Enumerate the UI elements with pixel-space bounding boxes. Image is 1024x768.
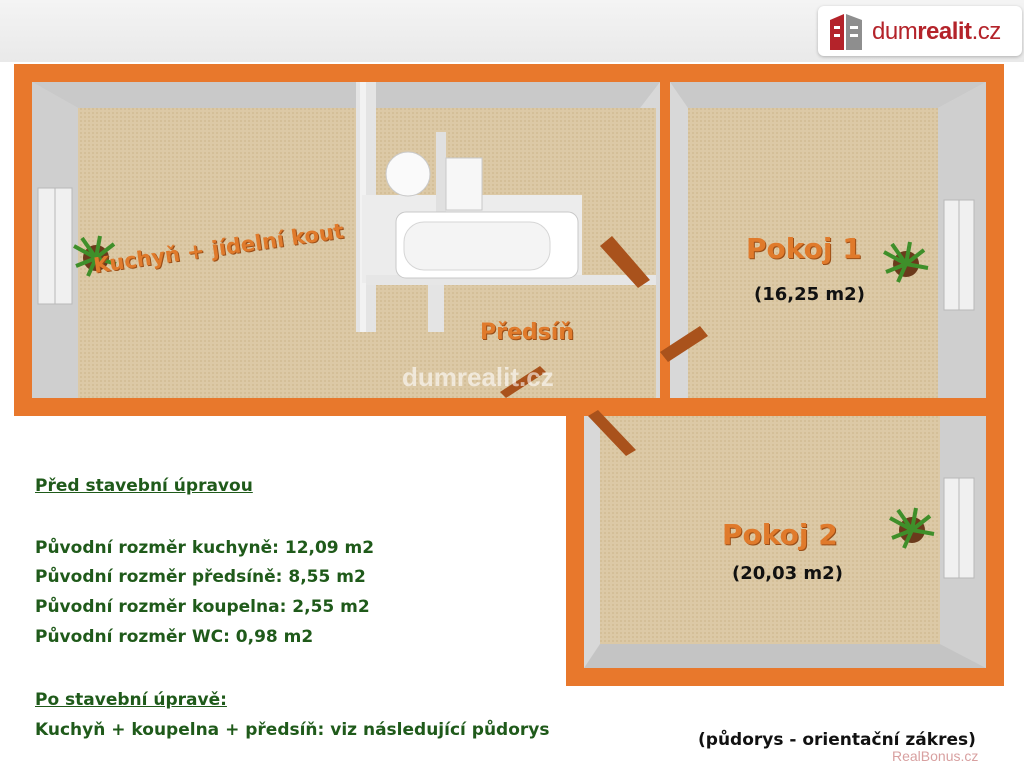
room1-label: Pokoj 1 — [746, 232, 862, 265]
dumrealit-logo[interactable]: dumrealit.cz — [818, 6, 1022, 56]
room2-area: (20,03 m2) — [732, 563, 843, 584]
watermark: dumrealit.cz — [402, 362, 554, 392]
windows — [37, 187, 975, 579]
before-line-kitchen: Původní rozměr kuchyně: 12,09 m2 — [35, 538, 375, 558]
building-logo-icon — [830, 14, 862, 50]
inner-walls — [568, 82, 1004, 416]
room1-floor — [670, 82, 986, 398]
sink — [385, 151, 431, 197]
before-line-hall: Původní rozměr předsíně: 8,55 m2 — [35, 567, 366, 587]
boiler — [445, 157, 483, 211]
after-heading: Po stavební úpravě: — [35, 690, 227, 710]
room2-label: Pokoj 2 — [722, 518, 838, 551]
before-line-wc: Původní rozměr WC: 0,98 m2 — [35, 627, 314, 647]
floor-plan — [14, 64, 1004, 686]
before-line-bathroom: Původní rozměr koupelna: 2,55 m2 — [35, 597, 370, 617]
plan-note: (půdorys - orientační zákres) — [698, 730, 976, 750]
after-line: Kuchyň + koupelna + předsíň: viz následu… — [35, 720, 550, 740]
hall-label: Předsíň — [480, 320, 574, 345]
doors — [500, 236, 708, 456]
plants — [73, 235, 935, 549]
bathtub — [395, 211, 579, 279]
before-heading: Před stavební úpravou — [35, 476, 253, 496]
logo-text: dumrealit.cz — [872, 18, 1001, 45]
realbonus-mark: RealBonus.cz — [892, 748, 979, 764]
room1-area: (16,25 m2) — [754, 284, 865, 305]
